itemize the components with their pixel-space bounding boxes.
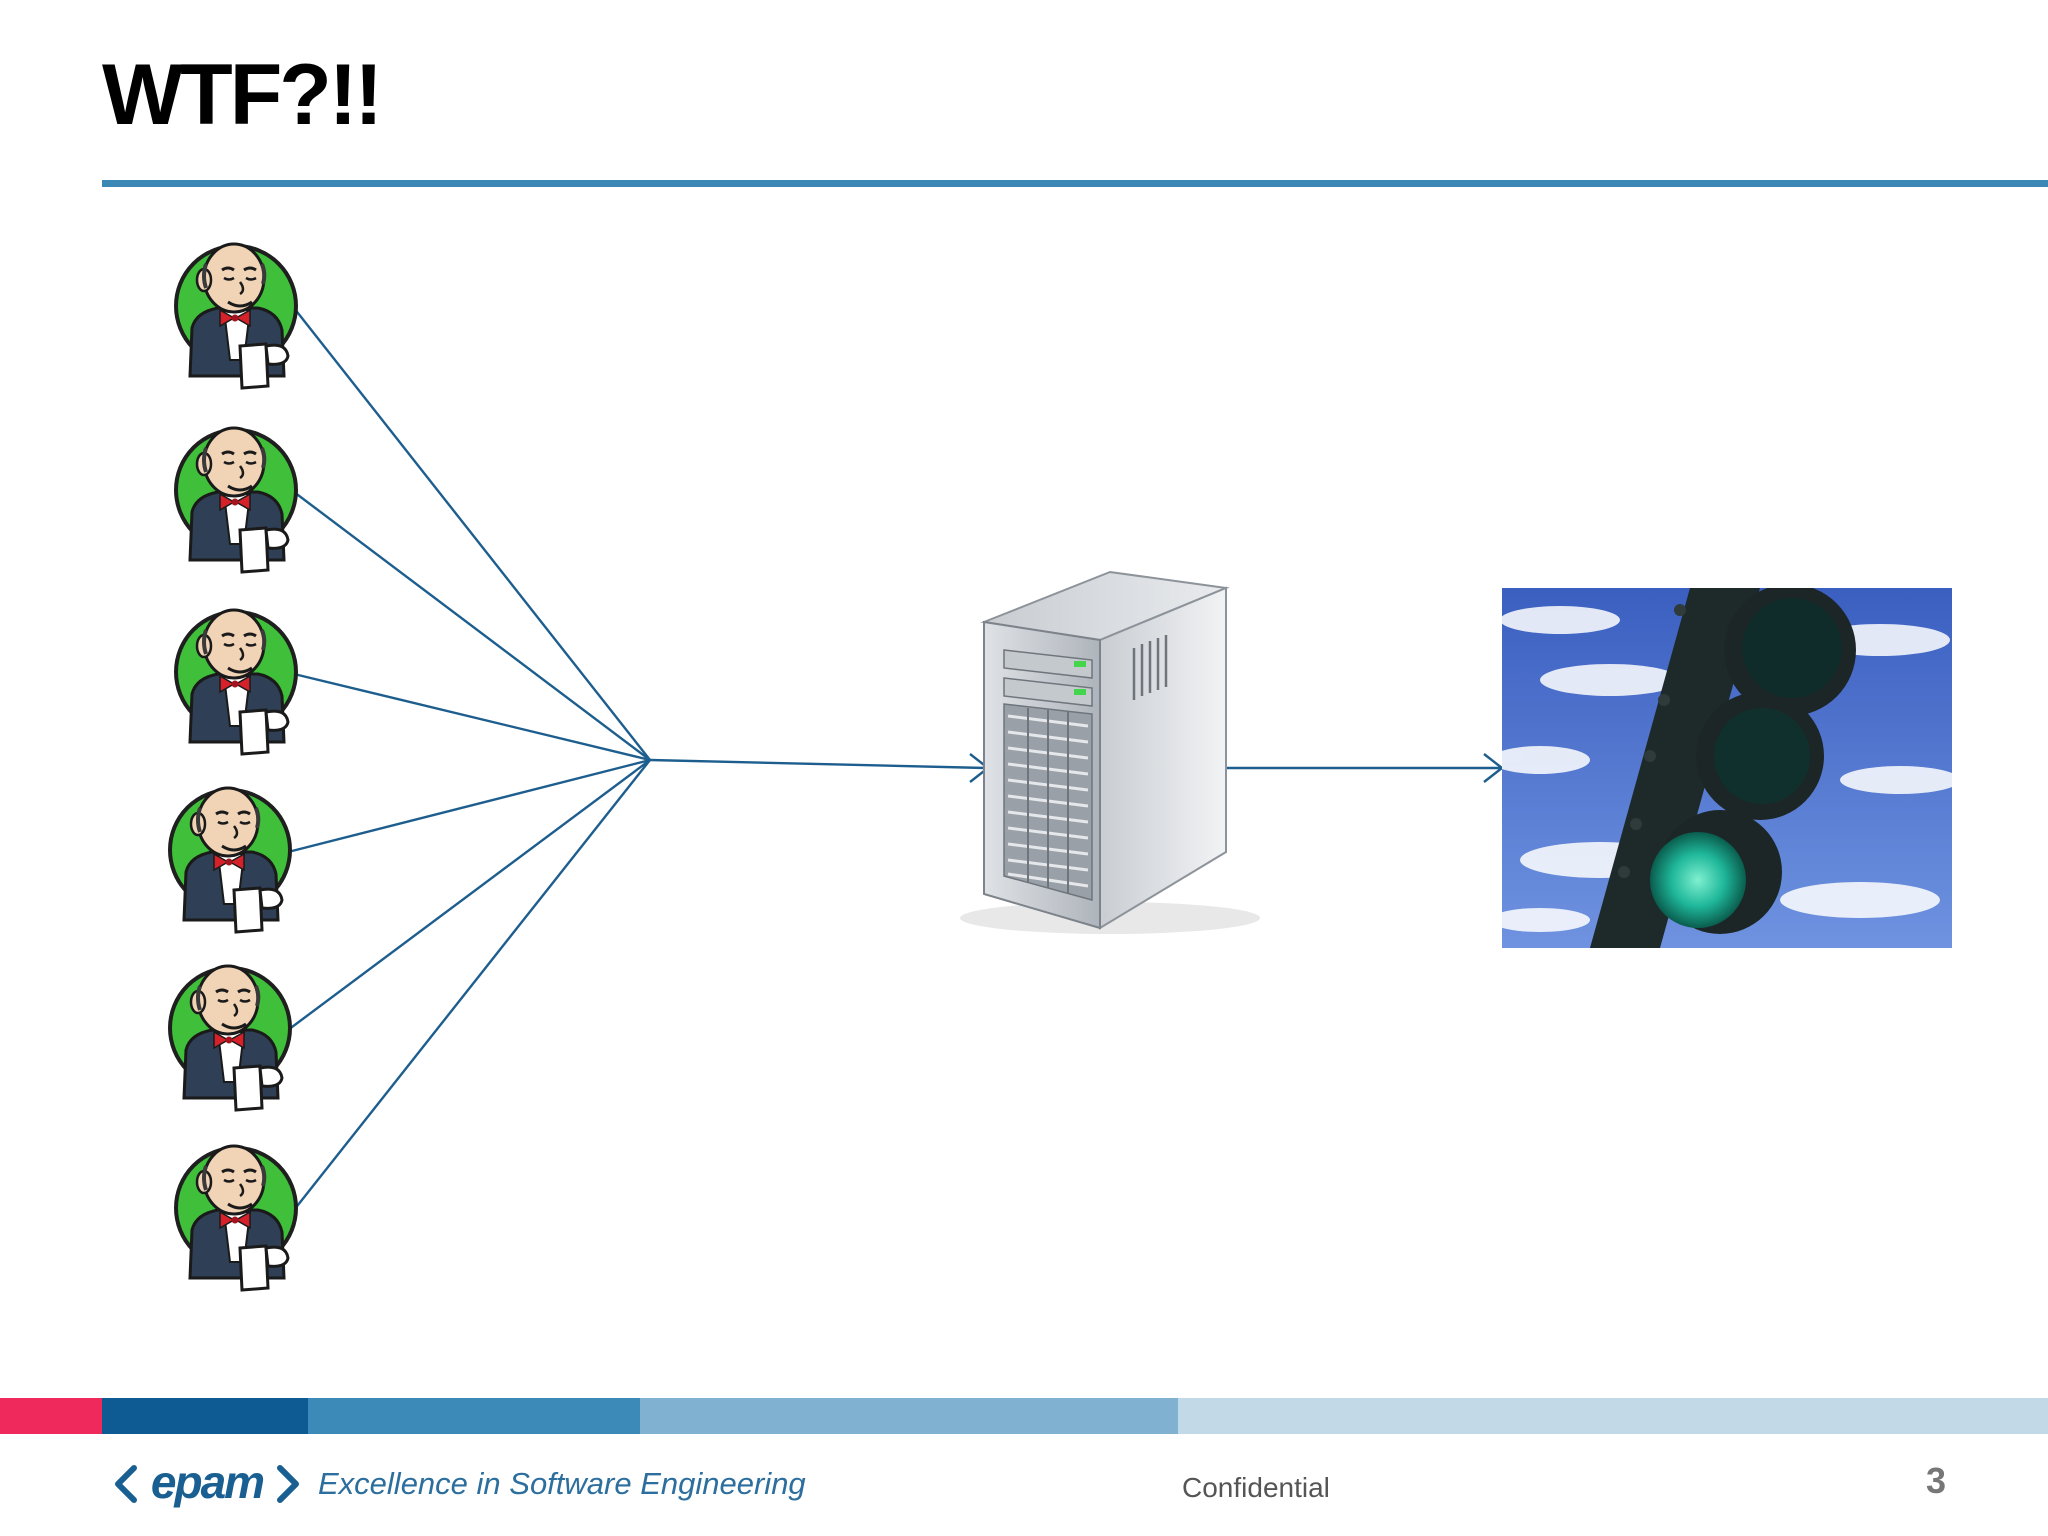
connector-jenkins-3 bbox=[293, 672, 651, 762]
traffic-light-green-icon bbox=[1502, 588, 1952, 948]
connector-jenkins-2 bbox=[293, 491, 651, 761]
title-divider bbox=[102, 180, 2048, 187]
slide-title: WTF?!! bbox=[102, 47, 383, 143]
confidential-label: Confidential bbox=[1182, 1472, 1330, 1503]
footer-bar-dark-blue bbox=[102, 1398, 308, 1434]
footer-bar-light-blue bbox=[640, 1398, 1178, 1434]
footer-bar-mid-blue bbox=[308, 1398, 640, 1434]
jenkins-agent-3 bbox=[174, 608, 298, 756]
jenkins-agent-6 bbox=[174, 1144, 298, 1292]
page-number: 3 bbox=[1926, 1460, 1947, 1501]
jenkins-agent-5 bbox=[168, 964, 292, 1112]
connector-jenkins-1 bbox=[293, 307, 651, 761]
footer-bar-pink bbox=[0, 1398, 102, 1434]
connector-junction-to-server bbox=[649, 758, 987, 770]
jenkins-agent-4 bbox=[168, 786, 292, 934]
jenkins-agent-2 bbox=[174, 426, 298, 574]
jenkins-butler-icon bbox=[174, 242, 298, 390]
epam-logo: epam bbox=[115, 1456, 299, 1508]
jenkins-butler-icon bbox=[174, 426, 298, 574]
connector-jenkins-4 bbox=[287, 758, 651, 854]
server-tower-icon bbox=[960, 570, 1260, 934]
jenkins-butler-icon bbox=[168, 786, 292, 934]
jenkins-butler-icon bbox=[174, 608, 298, 756]
jenkins-butler-icon bbox=[174, 1144, 298, 1292]
connector-lines bbox=[287, 307, 1504, 1211]
jenkins-butler-icon bbox=[168, 964, 292, 1112]
svg-text:epam: epam bbox=[151, 1456, 263, 1508]
jenkins-agent-1 bbox=[174, 242, 298, 390]
footer-bar-pale-blue bbox=[1178, 1398, 2048, 1434]
connector-jenkins-5 bbox=[287, 759, 651, 1031]
footer-tagline: Excellence in Software Engineering bbox=[318, 1466, 806, 1501]
connector-jenkins-6 bbox=[293, 759, 651, 1211]
